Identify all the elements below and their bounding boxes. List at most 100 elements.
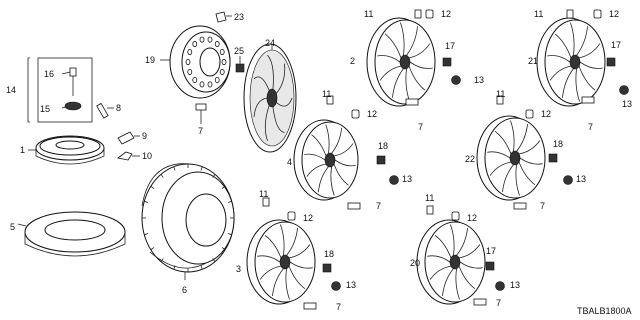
valve-part xyxy=(414,9,422,19)
spare-tire-part-5 xyxy=(17,211,126,257)
callout-20: 20 xyxy=(410,258,420,268)
group-box xyxy=(37,57,93,123)
weight-part xyxy=(376,155,386,165)
callout-18: 18 xyxy=(324,249,334,259)
callout-13: 13 xyxy=(346,280,356,290)
spare-wheel-part-1 xyxy=(28,135,105,165)
tire-part-6 xyxy=(141,163,235,280)
lug-nut-part xyxy=(619,85,629,95)
callout-3: 3 xyxy=(236,264,241,274)
weight-part xyxy=(485,261,495,271)
callout-12: 12 xyxy=(541,109,551,119)
callout-15: 15 xyxy=(40,104,50,114)
callout-13: 13 xyxy=(576,174,586,184)
weight-part xyxy=(606,57,616,67)
callout-13: 13 xyxy=(622,99,632,109)
alloy-wheel-part-2 xyxy=(366,17,436,107)
valve-part xyxy=(426,205,434,215)
callout-2: 2 xyxy=(350,56,355,66)
callout-22: 22 xyxy=(465,154,475,164)
callout-17: 17 xyxy=(445,41,455,51)
weight-part xyxy=(322,263,332,273)
lug-nut-part xyxy=(451,75,461,85)
callout-16: 16 xyxy=(44,69,54,79)
stem-part xyxy=(513,202,527,210)
cap-part xyxy=(451,211,460,221)
valve-part xyxy=(326,95,334,105)
alloy-wheel-part-21 xyxy=(536,17,606,107)
valve-part xyxy=(262,197,270,207)
callout-7: 7 xyxy=(336,302,341,312)
valve-part-7-a xyxy=(195,103,207,124)
callout-13: 13 xyxy=(510,280,520,290)
callout-1: 1 xyxy=(20,145,25,155)
callout-11: 11 xyxy=(364,9,373,19)
callout-7: 7 xyxy=(588,122,593,132)
callout-11: 11 xyxy=(496,89,505,99)
lug-nut-part xyxy=(331,281,341,291)
lug-nut-part xyxy=(389,175,399,185)
alloy-wheel-part-22 xyxy=(476,115,546,201)
callout-12: 12 xyxy=(303,213,313,223)
callout-7: 7 xyxy=(540,201,545,211)
valve-part xyxy=(566,9,574,19)
valve-assembly-group xyxy=(27,57,93,123)
cap-part xyxy=(425,9,434,19)
stem-part xyxy=(303,302,317,310)
alloy-wheel-part-3 xyxy=(246,219,316,305)
callout-7: 7 xyxy=(496,298,501,308)
valve-part xyxy=(496,95,504,105)
callout-7: 7 xyxy=(418,122,423,132)
callout-12: 12 xyxy=(367,109,377,119)
callout-17: 17 xyxy=(611,40,621,50)
wheel-cover-part-24 xyxy=(243,43,297,153)
callout-7: 7 xyxy=(376,201,381,211)
cap-part xyxy=(593,9,602,19)
callout-12: 12 xyxy=(467,213,477,223)
weight-part xyxy=(442,57,452,67)
callout-4: 4 xyxy=(287,157,292,167)
lug-nut-part xyxy=(563,175,573,185)
callout-9: 9 xyxy=(142,131,147,141)
callout-25: 25 xyxy=(234,46,244,56)
valve-stem-part-8 xyxy=(96,102,114,119)
group-bracket xyxy=(27,57,30,123)
lug-nut-part xyxy=(495,281,505,291)
valve-core-part xyxy=(69,67,77,77)
alloy-wheel-part-4 xyxy=(293,119,359,201)
callout-24: 24 xyxy=(265,38,275,48)
callout-23: 23 xyxy=(234,12,244,22)
hardware-parts xyxy=(262,9,629,310)
callout-11: 11 xyxy=(259,189,268,199)
callout-19: 19 xyxy=(145,55,155,65)
callout-18: 18 xyxy=(378,141,388,151)
callout-11: 11 xyxy=(425,193,434,203)
stem-part xyxy=(347,202,361,210)
callout-8: 8 xyxy=(116,103,121,113)
stem-part xyxy=(405,98,419,106)
cap-part xyxy=(287,211,296,221)
alloy-wheel-part-20 xyxy=(416,219,486,305)
cap-part xyxy=(351,109,360,119)
diagram-code: TBALB1800A xyxy=(577,306,632,316)
callout-11: 11 xyxy=(322,89,331,99)
balance-weight-part-23 xyxy=(215,11,227,23)
stem-part xyxy=(581,96,595,104)
wheel-nut-part-25 xyxy=(235,63,245,73)
callout-18: 18 xyxy=(553,139,563,149)
callout-5: 5 xyxy=(10,222,15,232)
callout-11: 11 xyxy=(534,9,543,19)
callout-13: 13 xyxy=(474,75,484,85)
valve-nut-part xyxy=(64,101,82,111)
callout-7: 7 xyxy=(198,126,203,136)
callout-14: 14 xyxy=(6,85,16,95)
stem-part xyxy=(473,298,487,306)
callout-12: 12 xyxy=(609,9,619,19)
weight-part xyxy=(548,153,558,163)
bracket-part-9 xyxy=(117,131,140,145)
callout-10: 10 xyxy=(142,151,152,161)
callout-17: 17 xyxy=(486,246,496,256)
callout-12: 12 xyxy=(441,9,451,19)
